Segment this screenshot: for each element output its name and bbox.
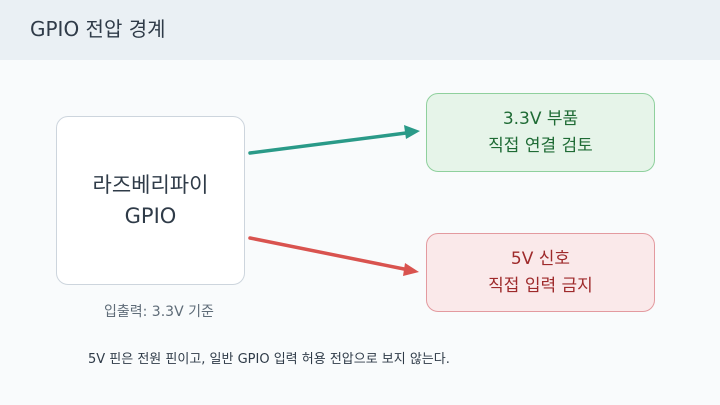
gpio-source-box: 라즈베리파이 GPIO <box>56 116 245 285</box>
source-line1: 라즈베리파이 <box>92 172 209 197</box>
arrow-to-3v3-line <box>248 131 408 155</box>
arrow-to-3v3-head <box>404 125 420 139</box>
footnote: 5V 핀은 전원 핀이고, 일반 GPIO 입력 허용 전압으로 보지 않는다. <box>88 352 450 367</box>
source-line2: GPIO <box>124 203 177 228</box>
target-3v3-line1: 3.3V 부품 <box>502 108 579 129</box>
header-bar: GPIO 전압 경계 <box>0 0 720 60</box>
arrow-to-5v-head <box>403 263 419 276</box>
arrow-to-5v-line <box>248 236 406 271</box>
target-3v3-line2: 직접 연결 검토 <box>488 135 593 156</box>
target-5v-line1: 5V 신호 <box>510 248 571 269</box>
target-5v-line2: 직접 입력 금지 <box>488 275 593 296</box>
source-caption: 입출력: 3.3V 기준 <box>104 304 214 320</box>
page-title: GPIO 전압 경계 <box>30 17 166 41</box>
target-5v-box: 5V 신호 직접 입력 금지 <box>426 233 655 312</box>
target-3v3-box: 3.3V 부품 직접 연결 검토 <box>426 93 655 172</box>
